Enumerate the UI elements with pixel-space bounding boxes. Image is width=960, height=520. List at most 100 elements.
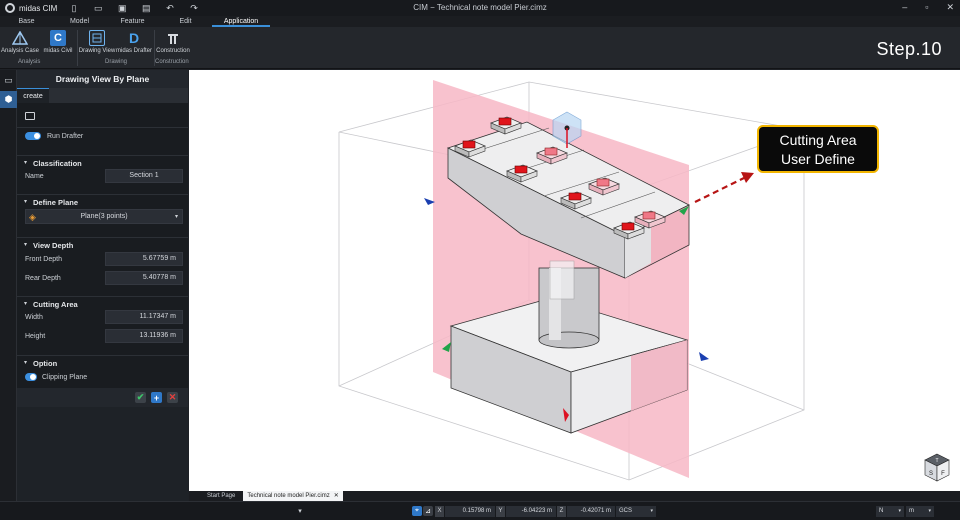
tab-edit[interactable]: Edit [179,18,192,25]
settings-cube-icon[interactable]: ⬢ [0,91,17,108]
minimize-icon[interactable]: – [902,2,908,12]
rear-depth-label: Rear Depth [25,275,61,282]
force-unit-value: N [879,508,884,514]
define-plane-title: Define Plane [33,198,79,207]
bearing[interactable] [536,146,568,165]
add-button[interactable]: + [151,392,162,403]
maximize-icon[interactable]: ▫ [925,2,929,12]
classification-title: Classification [33,159,82,168]
force-unit-select[interactable]: N ▾ [876,506,904,517]
name-field[interactable]: Section 1 [105,169,183,183]
cutting-area-header[interactable]: ▾ Cutting Area [17,296,188,309]
step-label: Step.10 [876,39,942,59]
axis-arrow-icon[interactable] [424,198,435,205]
clipping-plane-toggle[interactable] [25,373,37,381]
tab-feature[interactable]: Feature [120,18,145,25]
group-analysis: Analysis [18,59,41,65]
width-field[interactable]: 11.17347 m [105,310,183,324]
message-icon[interactable]: ▭ [4,75,13,85]
bearing-pads[interactable] [454,116,666,240]
bearing[interactable] [588,177,620,196]
ribbon-separator [77,30,78,66]
title-bar: midas CIM ▯ ▭ ▣ ▤ ↶ ↷ CIM − Technical no… [0,0,960,16]
chevron-down-icon: ▾ [650,508,653,514]
panel-title: Drawing View By Plane [17,70,188,88]
y-coordinate-label: Y [496,506,505,517]
bearing[interactable] [613,221,645,240]
open-folder-icon[interactable]: ▭ [94,3,103,13]
rear-depth-field[interactable]: 5.40778 m [105,271,183,285]
run-drafter-toggle[interactable] [25,132,41,140]
close-icon[interactable]: ✕ [946,2,954,12]
y-coordinate-value: -6.04223 m [506,506,556,517]
close-tab-icon[interactable]: ✕ [333,493,339,499]
tab-base[interactable]: Base [18,18,35,25]
tab-create[interactable]: create [17,88,49,103]
option-header[interactable]: ▾ Option [17,355,188,368]
tab-application[interactable]: Application [212,16,270,27]
construction-button[interactable]: Construction [153,30,193,54]
bearing[interactable] [560,191,592,210]
bearing[interactable] [490,116,522,135]
view-depth-title: View Depth [33,241,74,250]
midas-drafter-icon: D [128,30,140,46]
z-coordinate-label: Z [557,506,566,517]
view-depth-header[interactable]: ▾ View Depth [17,237,188,250]
3d-viewport[interactable]: Cutting Area User Define T S F [189,70,960,491]
tab-start-page[interactable]: Start Page [207,493,236,499]
define-plane-select[interactable]: ◈ Plane(3 points) ▾ [25,209,183,224]
new-file-icon[interactable]: ▯ [71,3,77,13]
drawing-view-button[interactable]: Drawing View [77,30,117,54]
axis-arrow-icon[interactable] [679,206,689,215]
axis-arrow-icon[interactable] [442,342,451,352]
pier-model-scene [338,80,806,481]
chevron-down-icon: ▾ [24,301,28,307]
midas-drafter-button[interactable]: D midas Drafter [114,30,154,54]
expand-icon[interactable]: ▾ [298,508,302,515]
axis-arrow-icon[interactable] [699,352,709,361]
snap-icon[interactable]: ⌖ [412,506,422,516]
save-icon[interactable]: ▣ [118,3,127,13]
construction-label: Construction [156,48,190,54]
analysis-case-button[interactable]: Analysis Case [0,30,40,54]
x-coordinate-label: X [435,506,444,517]
document-tabs: Start Page Technical note model Pier.cim… [189,491,960,501]
view-cube-side-label: S [929,471,933,477]
chevron-down-icon: ▾ [928,508,931,514]
name-label: Name [25,173,44,180]
tab-technical-note-model[interactable]: Technical note model Pier.cimz ✕ [243,491,343,501]
front-depth-field[interactable]: 5.67759 m [105,252,183,266]
chevron-down-icon: ▾ [24,360,28,366]
z-coordinate-value: -0.42071 m [567,506,615,517]
callout-line-1: Cutting Area [779,132,857,148]
cancel-button[interactable]: ✕ [167,392,178,403]
classification-header[interactable]: ▾ Classification [17,155,188,168]
chevron-down-icon: ▾ [24,160,28,166]
confirm-button[interactable]: ✔ [135,392,146,403]
redo-icon[interactable]: ↷ [190,3,198,13]
tab-model[interactable]: Model [69,18,90,25]
axis-arrow-icon[interactable] [563,408,569,422]
bearing[interactable] [634,210,666,229]
grid-snap-icon[interactable]: ⊿ [423,506,433,516]
midas-logo-icon [5,3,15,13]
bearing[interactable] [454,139,486,158]
document-icon[interactable] [25,112,35,120]
plane-cube-icon: ◈ [29,212,36,222]
save-as-icon[interactable]: ▤ [142,3,151,13]
cap-beam[interactable] [446,121,690,279]
plane-gizmo[interactable] [549,111,582,300]
callout-arrow [694,177,745,203]
bearing[interactable] [506,164,538,183]
quick-access-toolbar: ▯ ▭ ▣ ▤ ↶ ↷ [70,3,198,13]
length-unit-select[interactable]: m ▾ [906,506,934,517]
coord-system-select[interactable]: GCS ▾ [616,506,656,517]
midas-civil-label: midas Civil [43,48,73,54]
group-drawing: Drawing [105,59,128,65]
height-field[interactable]: 13.11936 m [105,329,183,343]
view-cube[interactable]: T S F [924,453,950,483]
midas-civil-button[interactable]: C midas Civil [38,30,78,54]
undo-icon[interactable]: ↶ [166,3,174,13]
status-bar: ▾ ⌖ ⊿ X 0.15798 m Y -6.04223 m Z -0.4207… [0,501,960,520]
define-plane-header[interactable]: ▾ Define Plane [17,194,188,207]
